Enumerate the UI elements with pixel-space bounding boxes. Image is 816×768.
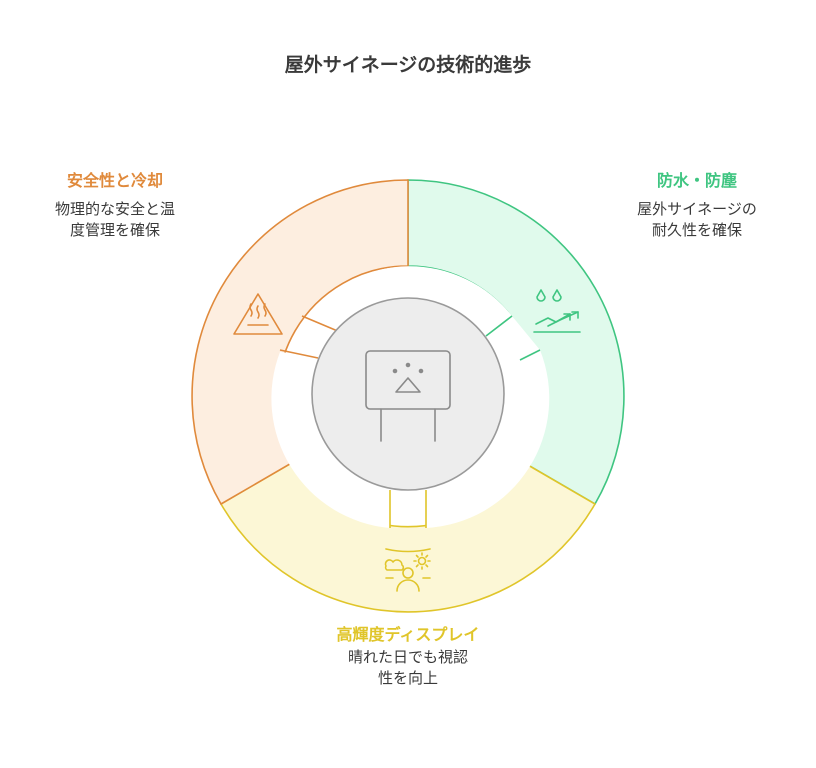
desc-safety: 物理的な安全と温 度管理を確保 bbox=[30, 199, 200, 241]
hot-surface-warning-icon bbox=[233, 293, 283, 335]
desc-brightness: 晴れた日でも視認 性を向上 bbox=[318, 647, 498, 689]
desc-safety-line-1: 物理的な安全と温 bbox=[54, 200, 175, 218]
heading-waterproof: 防水・防塵 bbox=[656, 171, 737, 190]
label-safety: 安全性と冷却 物理的な安全と温 度管理を確保 bbox=[30, 170, 200, 241]
desc-waterproof-line-1: 屋外サイネージの bbox=[637, 200, 757, 218]
notch-safety bbox=[279, 315, 341, 359]
notch-waterproof bbox=[485, 315, 541, 361]
diagram-title: 屋外サイネージの技術的進歩 bbox=[284, 54, 532, 76]
desc-brightness-line-2: 性を向上 bbox=[377, 669, 438, 687]
label-waterproof: 防水・防塵 屋外サイネージの 耐久性を確保 bbox=[612, 170, 782, 241]
desc-waterproof: 屋外サイネージの 耐久性を確保 bbox=[612, 199, 782, 241]
heading-brightness: 高輝度ディスプレイ bbox=[336, 625, 480, 644]
label-brightness: 高輝度ディスプレイ 晴れた日でも視認 性を向上 bbox=[318, 624, 498, 689]
desc-brightness-line-1: 晴れた日でも視認 bbox=[347, 648, 468, 666]
center-circle bbox=[311, 297, 505, 491]
desc-waterproof-line-2: 耐久性を確保 bbox=[651, 221, 742, 239]
sunlight-person-icon bbox=[384, 548, 431, 592]
desc-safety-line-2: 度管理を確保 bbox=[69, 221, 160, 239]
heading-safety: 安全性と冷却 bbox=[66, 171, 163, 190]
water-drops-icon bbox=[533, 289, 581, 333]
signage-board-icon bbox=[365, 350, 451, 442]
notch-brightness bbox=[389, 490, 427, 528]
